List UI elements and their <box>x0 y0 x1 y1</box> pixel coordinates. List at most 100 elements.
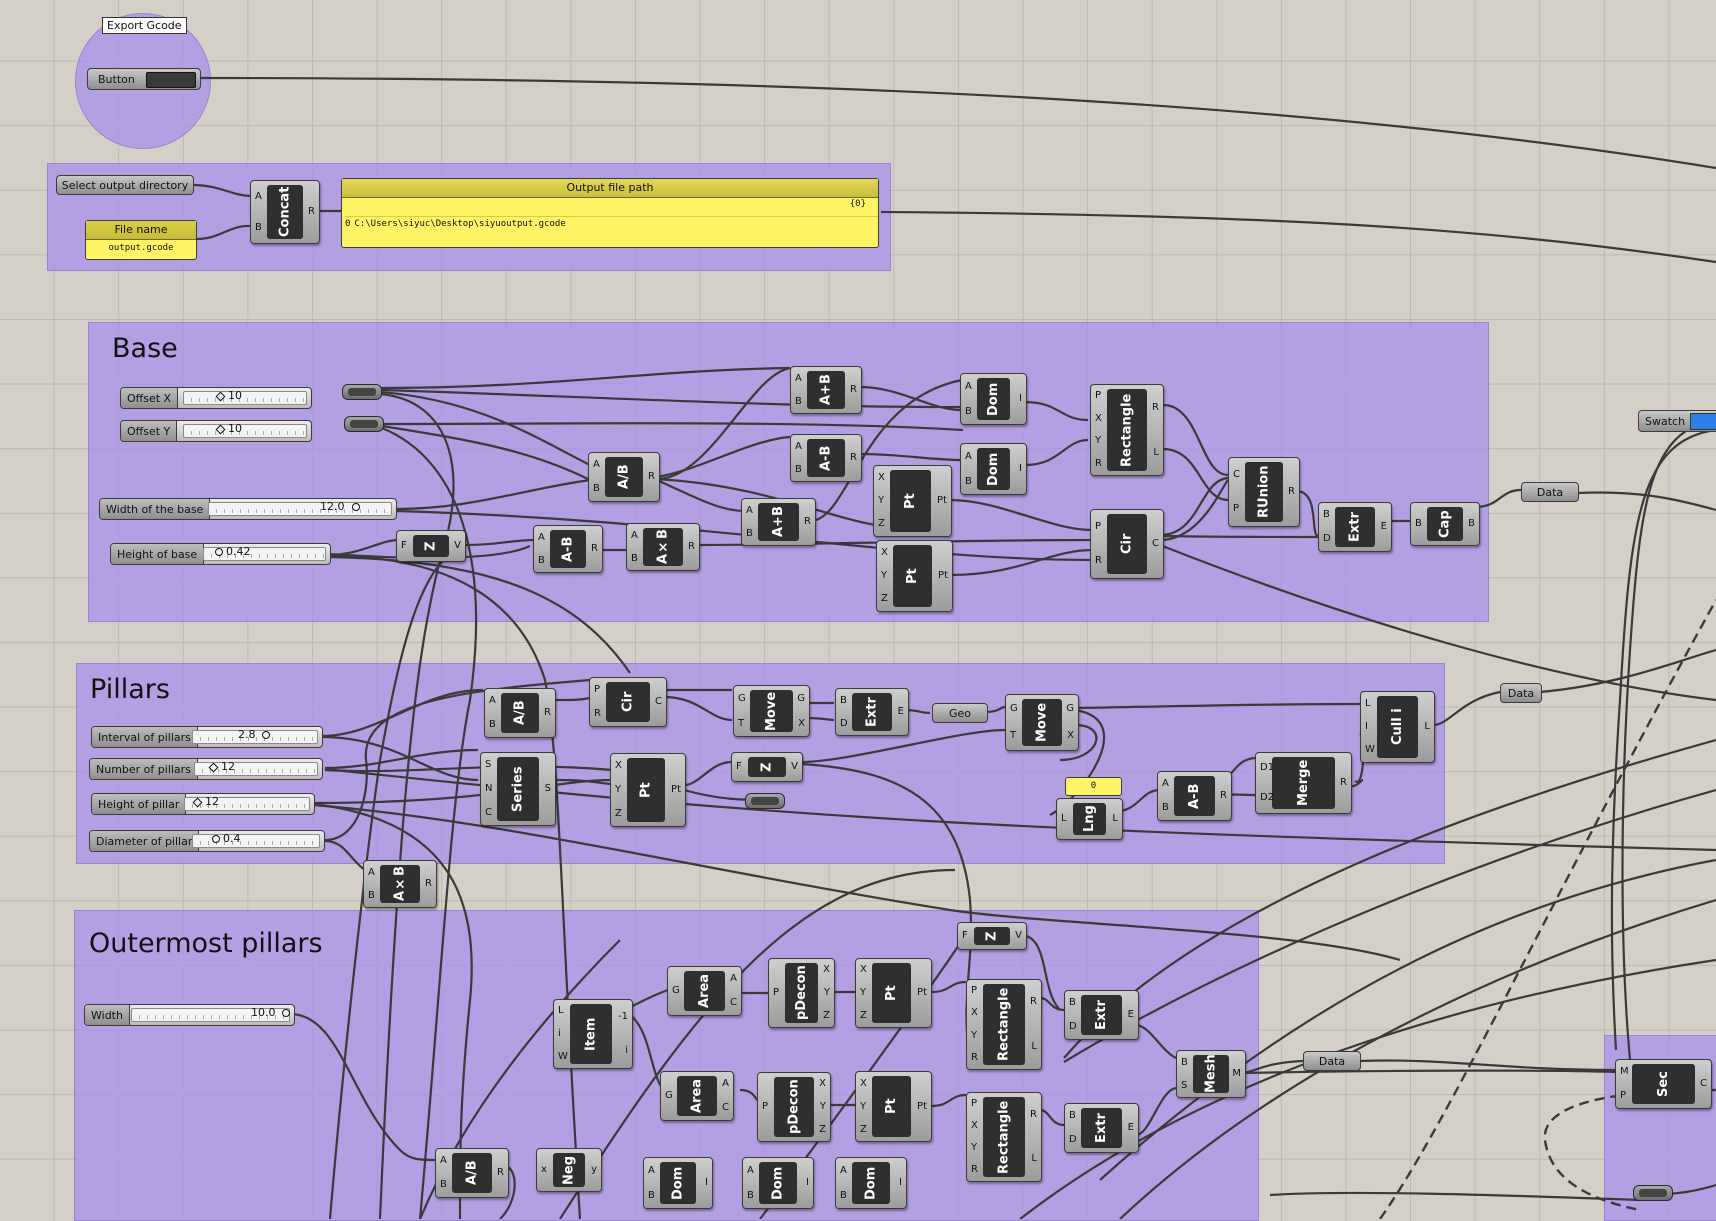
base-amb2-out-port[interactable]: R <box>591 543 598 554</box>
o-adivb-in-port[interactable]: A <box>440 1155 447 1166</box>
base-amb2-in-port[interactable]: B <box>538 554 545 566</box>
o-mesh-in-port[interactable]: B <box>1181 1056 1188 1068</box>
base-apb-out-port[interactable]: R <box>850 384 857 395</box>
p-adivb-in-port[interactable]: B <box>489 719 496 730</box>
swatch-param[interactable]: Swatch <box>1638 410 1716 432</box>
o-item-in-port[interactable]: L <box>558 1005 564 1017</box>
p-move2-in-port[interactable]: G <box>1010 702 1018 714</box>
p-cir-out-port[interactable]: C <box>655 696 662 707</box>
o-pdecon2-out-port[interactable]: X <box>819 1078 826 1090</box>
base-runion-in-port[interactable]: C <box>1233 469 1240 480</box>
base-pt1-in-port[interactable]: X <box>878 471 885 483</box>
p-cir-in-port[interactable]: P <box>594 684 601 695</box>
o-z-out-port[interactable]: V <box>1015 930 1022 941</box>
base-cap-in-port[interactable]: B <box>1415 518 1422 529</box>
base-amb-in-port[interactable]: B <box>795 463 802 475</box>
o-dom1-out-port[interactable]: I <box>705 1177 708 1188</box>
swatch-color[interactable] <box>1690 413 1716 430</box>
p-series-in-port[interactable]: N <box>485 783 493 794</box>
o-pt2-in-port[interactable]: Y <box>860 1100 867 1112</box>
o-pdecon2-out-port[interactable]: Y <box>819 1101 826 1112</box>
height-of-base-slider[interactable]: Height of base 0.42 <box>110 543 331 565</box>
o-adivb-in-port[interactable]: B <box>440 1179 447 1190</box>
p-z-out-port[interactable]: V <box>791 761 798 772</box>
base-runion-in-port[interactable]: P <box>1233 503 1240 514</box>
base-z-in-port[interactable]: F <box>401 540 407 551</box>
base-axb-out-port[interactable]: R <box>688 541 695 552</box>
o-dom2-in-port[interactable]: B <box>747 1189 754 1201</box>
base-apb2-in-port[interactable]: B <box>746 527 753 539</box>
base-pt1-in-port[interactable]: Z <box>878 518 885 530</box>
o-rect1-in-port[interactable]: R <box>971 1051 978 1063</box>
o-pt1-in-port[interactable]: X <box>860 964 867 976</box>
o-pdecon2-out-port[interactable]: Z <box>819 1123 826 1135</box>
o-pdecon1-out-port[interactable]: Z <box>823 1009 830 1021</box>
base-cir-out-port[interactable]: C <box>1152 538 1159 549</box>
o-pt2-in-port[interactable]: Z <box>860 1123 867 1135</box>
o-pt1-in-port[interactable]: Z <box>860 1009 867 1021</box>
p-move2-out-port[interactable]: G <box>1066 702 1074 714</box>
p-adivb-in-port[interactable]: A <box>489 695 496 706</box>
o-extr1-in-port[interactable]: B <box>1069 997 1076 1008</box>
o-rect1-in-port[interactable]: Y <box>971 1029 978 1041</box>
offset-y-slider[interactable]: Offset Y 10 <box>120 420 312 442</box>
relay-bottom-right[interactable] <box>1633 1185 1673 1201</box>
data-param-pillars[interactable]: Data <box>1500 683 1542 703</box>
p-axb-in-port[interactable]: B <box>368 889 375 901</box>
o-extr1-out-port[interactable]: E <box>1127 1009 1134 1020</box>
p-pt-in-port[interactable]: Z <box>615 808 622 819</box>
p-extr-out-port[interactable]: E <box>897 706 904 717</box>
relay-offset-y[interactable] <box>344 416 384 432</box>
width-slider[interactable]: Width 10.0 <box>84 1004 295 1026</box>
o-area1-out-port[interactable]: A <box>730 973 737 984</box>
o-dom1-in-port[interactable]: B <box>648 1189 655 1201</box>
p-cull-in-port[interactable]: I <box>1365 721 1368 732</box>
base-dom1-in-port[interactable]: A <box>965 380 972 392</box>
base-dom2-out-port[interactable]: I <box>1019 463 1022 474</box>
offset-x-slider[interactable]: Offset X 10 <box>120 387 312 409</box>
o-dom2-out-port[interactable]: I <box>806 1177 809 1188</box>
o-extr2-out-port[interactable]: E <box>1127 1122 1134 1133</box>
o-extr1-in-port[interactable]: D <box>1069 1021 1077 1032</box>
p-amb-in-port[interactable]: A <box>1162 778 1169 789</box>
base-pt1-in-port[interactable]: Y <box>878 495 885 506</box>
base-dom2-in-port[interactable]: B <box>965 475 972 487</box>
o-rect2-in-port[interactable]: R <box>971 1164 978 1175</box>
o-sec-out-port[interactable]: C <box>1700 1078 1707 1089</box>
o-mesh-out-port[interactable]: M <box>1232 1068 1241 1079</box>
base-axb-in-port[interactable]: A <box>631 529 638 541</box>
p-cull-in-port[interactable]: L <box>1365 697 1371 709</box>
p-merge-in-port[interactable]: D1 <box>1260 762 1275 773</box>
data-param-base[interactable]: Data <box>1521 482 1579 502</box>
base-runion-out-port[interactable]: R <box>1288 486 1295 497</box>
height-of-pillar-slider[interactable]: Height of pillar 12 <box>91 793 315 815</box>
p-series-in-port[interactable]: S <box>485 759 492 770</box>
o-item-in-port[interactable]: i <box>558 1028 561 1039</box>
base-rect-in-port[interactable]: P <box>1095 390 1102 402</box>
concat-out-port[interactable]: R <box>308 206 315 217</box>
o-extr2-in-port[interactable]: B <box>1069 1110 1076 1121</box>
number-of-pillars-slider[interactable]: Number of pillars 12 <box>89 758 323 780</box>
p-pt-out-port[interactable]: Pt <box>671 784 681 795</box>
p-cir-in-port[interactable]: R <box>594 708 601 719</box>
base-dom1-in-port[interactable]: B <box>965 405 972 417</box>
o-sec-in-port[interactable]: P <box>1620 1090 1627 1101</box>
o-pdecon1-out-port[interactable]: X <box>823 964 830 976</box>
p-pt-in-port[interactable]: X <box>615 760 622 771</box>
